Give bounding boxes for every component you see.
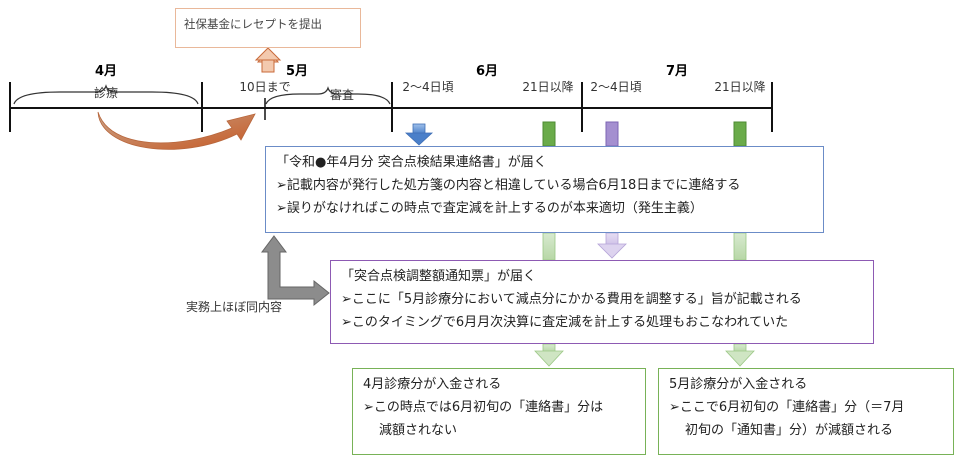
april-payment-title: 4月診療分が入金される: [363, 377, 502, 392]
april-payment-line: ➢この時点では6月初旬の「連絡書」分は: [363, 400, 604, 415]
green-bar-june-mid: [542, 232, 556, 261]
label-june-late: 21日以降: [522, 80, 573, 94]
up-arrow-submit-head: [254, 47, 282, 61]
may-payment-line: 初旬の「通知書」分）が減額される: [685, 423, 894, 438]
month-july: 7月: [666, 64, 688, 79]
brace-shinsa: [265, 86, 391, 105]
green-bar-june-top: [542, 121, 556, 147]
purple-bar-mid: [605, 232, 619, 246]
month-june: 6月: [476, 64, 498, 79]
result-notice-box: 「令和●年4月分 突合点検結果連絡書」が届く ➢記載内容が発行した処方箋の内容と…: [265, 146, 824, 233]
purple-arrow-head: [597, 243, 627, 259]
label-shinryo: 診療: [94, 85, 118, 100]
result-notice-title: 「令和●年4月分 突合点検結果連絡書」が届く: [276, 155, 547, 170]
green-arrow-july-head: [725, 350, 755, 367]
month-may: 5月: [286, 64, 308, 79]
label-july-late: 21日以降: [714, 80, 765, 94]
label-shinsa: 審査: [330, 87, 354, 102]
green-arrow-june-head: [534, 350, 564, 367]
blue-arrow-body: [412, 123, 426, 135]
april-payment-line: 減額されない: [379, 423, 458, 438]
green-bar-july-top: [733, 121, 747, 147]
result-notice-bullet: ➢記載内容が発行した処方箋の内容と相違している場合6月18日までに連絡する: [276, 178, 741, 193]
may-payment-title: 5月診療分が入金される: [669, 377, 808, 392]
month-april: 4月: [95, 64, 117, 79]
side-note: 実務上ほぼ同内容: [186, 300, 283, 314]
gray-bent-arrow: [261, 235, 330, 307]
adjustment-notice-bullet: ➢このタイミングで6月月次決算に査定減を計上する処理もおこなわれていた: [341, 315, 789, 330]
brace-shinryo: [13, 84, 199, 105]
submit-box-text: 社保基金にレセプトを提出: [184, 17, 322, 31]
adjustment-notice-box: 「突合点検調整額通知票」が届く ➢ここに「5月診療分において減点分にかかる費用を…: [330, 260, 874, 344]
label-deadline: 10日まで: [239, 80, 290, 94]
adjustment-notice-title: 「突合点検調整額通知票」が届く: [341, 269, 537, 284]
april-payment-box: 4月診療分が入金される ➢この時点では6月初旬の「連絡書」分は 減額されない: [352, 368, 646, 455]
blue-arrow-head: [404, 132, 434, 146]
curved-arrow: [97, 111, 256, 150]
label-july-early: 2～4日頃: [590, 80, 641, 94]
submit-box: 社保基金にレセプトを提出: [175, 8, 361, 48]
purple-bar-top: [605, 121, 619, 147]
may-payment-line: ➢ここで6月初旬の「連絡書」分（＝7月: [669, 400, 905, 415]
adjustment-notice-bullet: ➢ここに「5月診療分において減点分にかかる費用を調整する」旨が記載される: [341, 292, 802, 307]
label-june-early: 2～4日頃: [402, 80, 453, 94]
green-bar-july-mid: [733, 232, 747, 261]
result-notice-bullet: ➢誤りがなければこの時点で査定減を計上するのが本来適切（発生主義）: [276, 201, 703, 216]
may-payment-box: 5月診療分が入金される ➢ここで6月初旬の「連絡書」分（＝7月 初旬の「通知書」…: [658, 368, 954, 455]
